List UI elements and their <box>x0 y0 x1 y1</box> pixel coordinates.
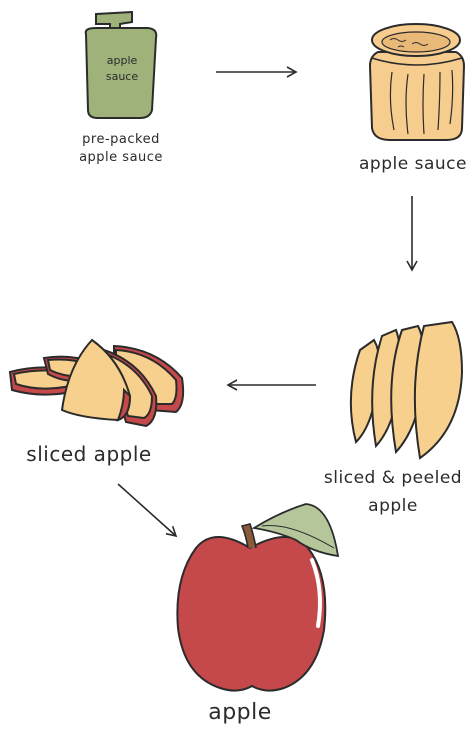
sliced-label: sliced apple <box>14 442 164 466</box>
peeled-label-line1: sliced & peeled <box>318 468 468 488</box>
pouch-text-apple: apple <box>94 54 150 67</box>
pouch-text-sauce: sauce <box>94 70 150 83</box>
jar-label: apple sauce <box>356 154 470 174</box>
arrow-sliced-to-apple <box>118 484 176 536</box>
apple-sauce-jar-illustration <box>370 24 464 140</box>
whole-apple-illustration <box>177 504 338 691</box>
sliced-apple-illustration <box>10 340 183 426</box>
apple-label: apple <box>180 700 300 725</box>
peeled-label-line2: apple <box>318 496 468 516</box>
pouch-label-line2: apple sauce <box>62 150 180 165</box>
sliced-peeled-apple-illustration <box>351 322 462 458</box>
pouch-label-line1: pre-packed <box>62 132 180 147</box>
